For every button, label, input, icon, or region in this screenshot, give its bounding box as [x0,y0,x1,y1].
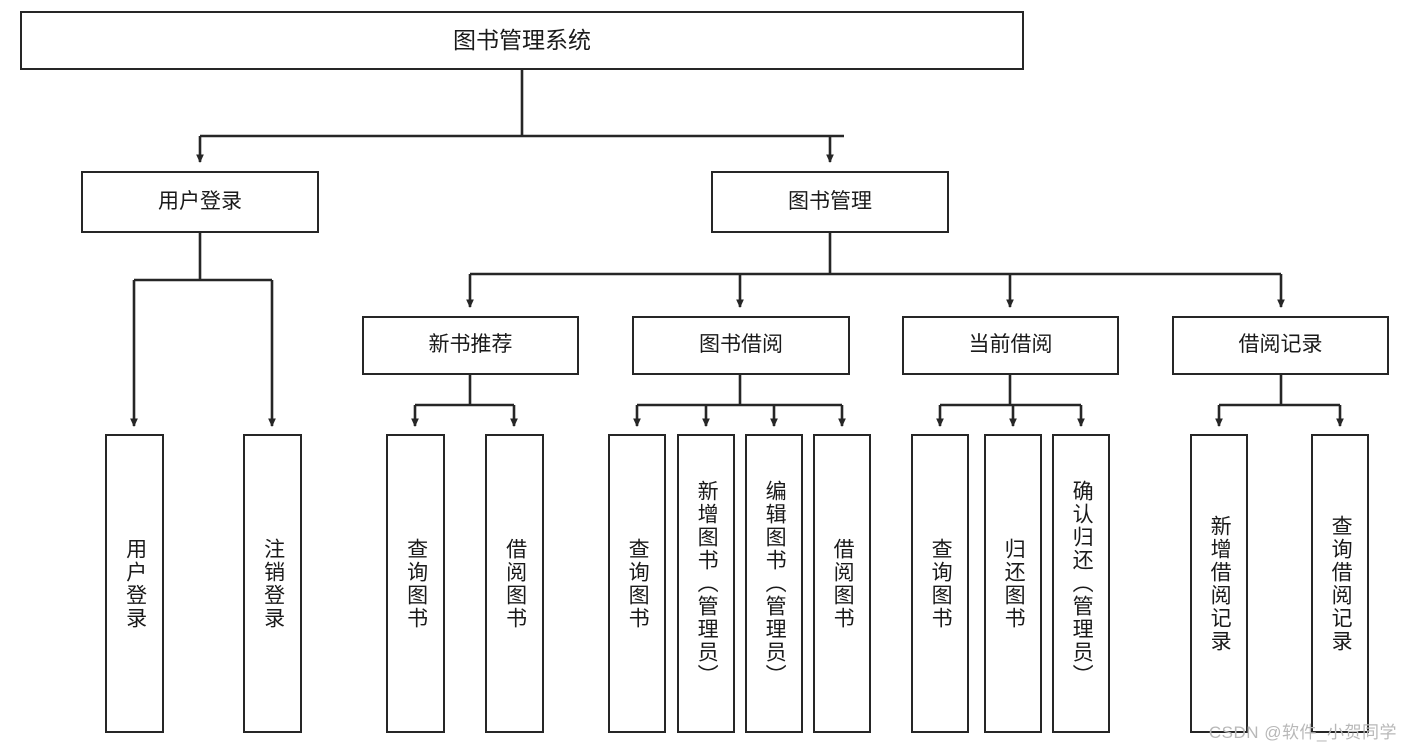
node-current-borrow[interactable]: 当前借阅 [902,316,1119,375]
node-leaf-user-login-label: 用户登录 [123,537,147,630]
node-user-login-label: 用户登录 [158,189,242,213]
node-leaf-user-login[interactable]: 用户登录 [105,434,164,733]
node-leaf-add-borrow-record-label: 新增借阅记录 [1208,514,1232,653]
node-leaf-add-book-admin[interactable]: 新增图书（管理员） [677,434,735,733]
node-leaf-logout-login-label: 注销登录 [261,537,285,630]
node-leaf-add-borrow-record[interactable]: 新增借阅记录 [1190,434,1248,733]
node-borrow-records-label: 借阅记录 [1238,333,1323,357]
node-leaf-query-borrow-record-label: 查询借阅记录 [1329,514,1353,653]
node-leaf-query-book-new-book-label: 查询图书 [404,537,428,630]
node-leaf-query-borrow-record[interactable]: 查询借阅记录 [1311,434,1369,733]
watermark: CSDN @软件_小贺同学 [1208,723,1397,742]
node-user-login[interactable]: 用户登录 [81,171,319,233]
node-leaf-add-book-admin-label: 新增图书（管理员） [695,480,719,687]
node-leaf-borrow-book-new-book-label: 借阅图书 [503,537,527,630]
node-book-manage-label: 图书管理 [788,189,872,213]
node-leaf-query-book-borrow-label: 查询图书 [626,537,650,630]
node-leaf-query-book-current[interactable]: 查询图书 [911,434,969,733]
node-leaf-query-book-current-label: 查询图书 [929,537,953,630]
node-leaf-borrow-book-label: 借阅图书 [831,537,855,630]
node-book-borrow[interactable]: 图书借阅 [632,316,850,375]
node-leaf-confirm-return-admin[interactable]: 确认归还（管理员） [1052,434,1110,733]
node-root[interactable]: 图书管理系统 [20,11,1024,70]
node-leaf-borrow-book-new-book[interactable]: 借阅图书 [485,434,544,733]
node-borrow-records[interactable]: 借阅记录 [1172,316,1389,375]
node-leaf-return-book[interactable]: 归还图书 [984,434,1042,733]
node-leaf-query-book-borrow[interactable]: 查询图书 [608,434,666,733]
node-current-borrow-label: 当前借阅 [968,333,1053,357]
node-leaf-borrow-book[interactable]: 借阅图书 [813,434,871,733]
node-leaf-confirm-return-admin-label: 确认归还（管理员） [1070,480,1094,687]
node-book-manage[interactable]: 图书管理 [711,171,949,233]
node-leaf-edit-book-admin[interactable]: 编辑图书（管理员） [745,434,803,733]
node-leaf-logout-login[interactable]: 注销登录 [243,434,302,733]
node-book-borrow-label: 图书借阅 [699,333,783,357]
node-leaf-query-book-new-book[interactable]: 查询图书 [386,434,445,733]
node-leaf-edit-book-admin-label: 编辑图书（管理员） [763,480,787,687]
node-new-book-recommend-label: 新书推荐 [428,333,513,357]
node-leaf-return-book-label: 归还图书 [1002,537,1026,630]
node-new-book-recommend[interactable]: 新书推荐 [362,316,579,375]
node-root-label: 图书管理系统 [453,27,591,54]
